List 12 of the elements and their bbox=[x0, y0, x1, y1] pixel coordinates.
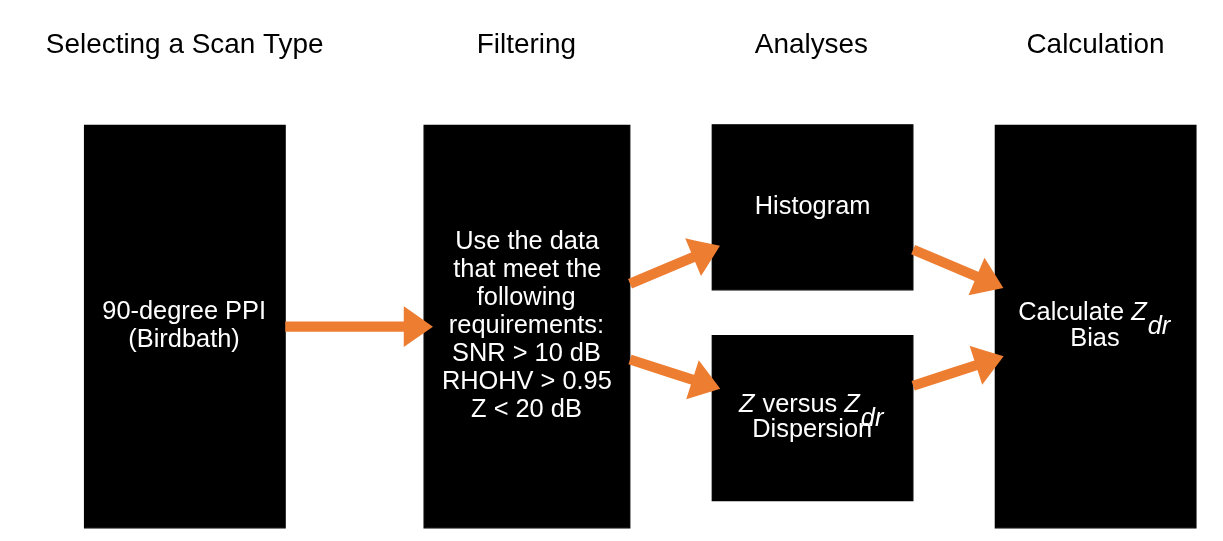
arrow bbox=[284, 306, 433, 348]
node-box: Histogram bbox=[711, 124, 913, 291]
arrow bbox=[627, 238, 720, 289]
arrow bbox=[627, 354, 720, 400]
node-box: Use the data that meet the following requirements: SNR > 10 dB RHOHV > 0.95 Z < 20 dB bbox=[423, 124, 630, 529]
arrow bbox=[910, 244, 1003, 296]
label: Analyses bbox=[754, 28, 868, 60]
node-box: 90-degree PPI (Birdbath) bbox=[83, 124, 286, 529]
arrow bbox=[911, 345, 1004, 391]
label: Selecting a Scan Type bbox=[45, 28, 324, 60]
label: Calculation bbox=[1025, 28, 1165, 60]
label: Filtering bbox=[476, 28, 576, 60]
